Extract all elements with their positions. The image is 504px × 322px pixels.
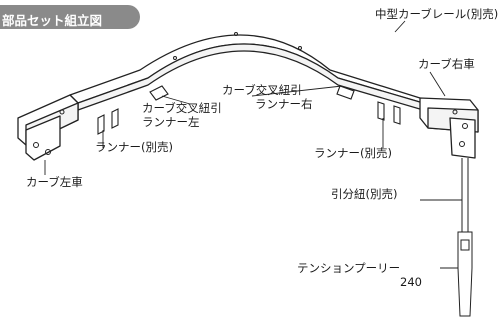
runner-label-right: ランナー(別売) bbox=[314, 146, 392, 160]
runner-left-b bbox=[111, 108, 119, 129]
rail-label: 中型カーブレール(別売) bbox=[375, 7, 499, 21]
runner-left-label-line2: ランナー左 bbox=[142, 115, 200, 129]
runner-left-label-line1: カーブ交叉紐引 bbox=[142, 101, 222, 115]
runner-label-left: ランナー(別売) bbox=[95, 140, 173, 154]
runner-right-b bbox=[393, 105, 401, 125]
runner-right-label-line1: カーブ交叉紐引 bbox=[222, 83, 302, 97]
pulley-label-line1: テンションプーリー bbox=[297, 261, 401, 275]
section-title: 部品セット組立図 bbox=[2, 13, 103, 28]
pulley-label-line2: 240 bbox=[400, 275, 422, 289]
section-title-tag: 部品セット組立図 bbox=[0, 5, 140, 29]
cord-label: 引分紐(別売) bbox=[331, 187, 398, 201]
runner-cross-right bbox=[336, 85, 355, 100]
left-carriage-label: カーブ左車 bbox=[26, 175, 83, 189]
runner-cross-left bbox=[149, 85, 169, 101]
runner-right-label-line2: ランナー右 bbox=[255, 97, 313, 111]
right-carriage-label: カーブ右車 bbox=[418, 57, 475, 71]
runner-right-a bbox=[377, 101, 385, 121]
runner-left-a bbox=[97, 114, 105, 135]
